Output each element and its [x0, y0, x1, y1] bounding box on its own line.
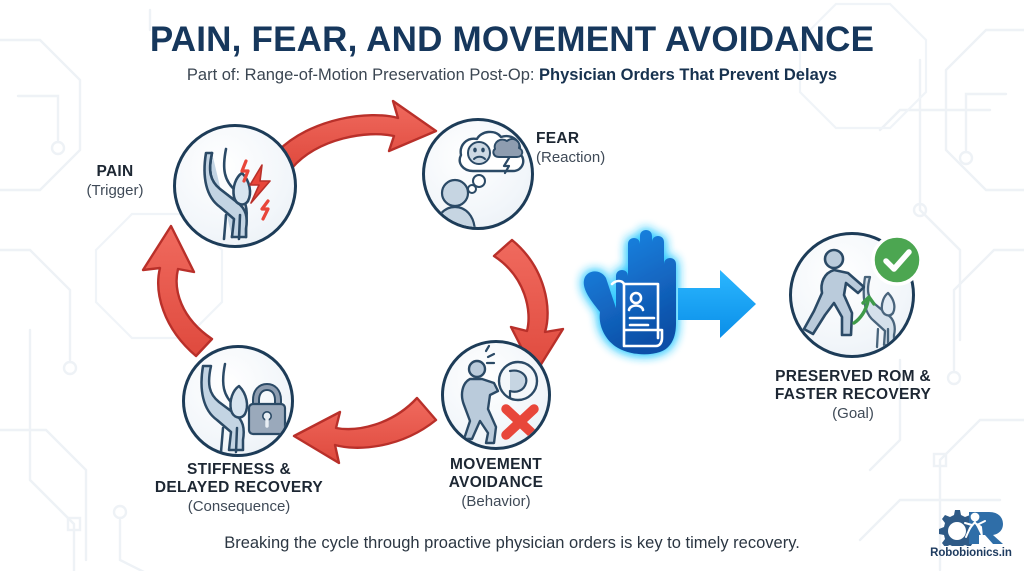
- blue-right-arrow-icon: [678, 270, 756, 338]
- green-check-badge-icon: [871, 234, 923, 286]
- pain-label-main: PAIN: [96, 163, 134, 180]
- arrow-stiffness-to-pain: [141, 224, 214, 358]
- locked-knee-icon: [200, 362, 287, 454]
- footer-note: Breaking the cycle through proactive phy…: [224, 534, 800, 552]
- avoid-movement-icon: [460, 344, 539, 445]
- outcome-label: PRESERVED ROM & FASTER RECOVERY (Goal): [760, 368, 946, 422]
- avoidance-label-main: MOVEMENT AVOIDANCE: [448, 456, 544, 491]
- knee-pain-icon: [203, 147, 271, 241]
- fear-label-main: FEAR: [536, 130, 580, 147]
- outcome-label-line2: FASTER RECOVERY: [774, 385, 932, 403]
- outcome-label-sub: (Goal): [832, 404, 874, 422]
- physician-order-document-icon: [610, 279, 664, 348]
- stiffness-label-main: STIFFNESS & DELAYED RECOVERY: [154, 461, 324, 496]
- fear-label-sub: (Reaction): [536, 148, 606, 166]
- arrow-avoidance-to-stiffness: [292, 396, 438, 465]
- avoidance-label-sub: (Behavior): [461, 492, 531, 510]
- intervention-group[interactable]: [570, 212, 770, 372]
- brand-logo-text: Robobionics.in: [930, 547, 1012, 559]
- subtitle-prefix: Part of: Range-of-Motion Preservation Po…: [186, 65, 540, 84]
- header: PAIN, FEAR, AND MOVEMENT AVOIDANCE Part …: [0, 20, 1024, 85]
- avoidance-node-circle: [441, 340, 551, 450]
- stop-hand-icon: [583, 230, 676, 355]
- walking-recovery-icon: [802, 248, 896, 349]
- subtitle-emphasis: Physician Orders That Prevent Delays: [539, 65, 838, 84]
- stiffness-label-sub: (Consequence): [187, 497, 291, 515]
- pain-label-sub: (Trigger): [86, 181, 144, 199]
- avoidance-node-label: MOVEMENT AVOIDANCE (Behavior): [416, 456, 576, 510]
- worried-thought-icon: [434, 130, 525, 227]
- outcome-label-line1: PRESERVED ROM &: [775, 368, 931, 385]
- brand-logo[interactable]: Robobionics.in: [925, 508, 1017, 559]
- stiffness-node-circle: [182, 345, 294, 457]
- arrow-pain-to-fear: [275, 99, 438, 170]
- robobionics-logo-icon: [925, 508, 1017, 552]
- pain-node-circle: [173, 124, 297, 248]
- page-subtitle: Part of: Range-of-Motion Preservation Po…: [0, 66, 1024, 85]
- stiffness-node-label: STIFFNESS & DELAYED RECOVERY (Consequenc…: [146, 461, 332, 515]
- pain-node-label: PAIN (Trigger): [62, 163, 168, 199]
- fear-node-circle: [422, 118, 534, 230]
- outcome-node-circle: [789, 232, 915, 358]
- page-title: PAIN, FEAR, AND MOVEMENT AVOIDANCE: [149, 20, 875, 59]
- fear-node-label: FEAR (Reaction): [536, 130, 666, 166]
